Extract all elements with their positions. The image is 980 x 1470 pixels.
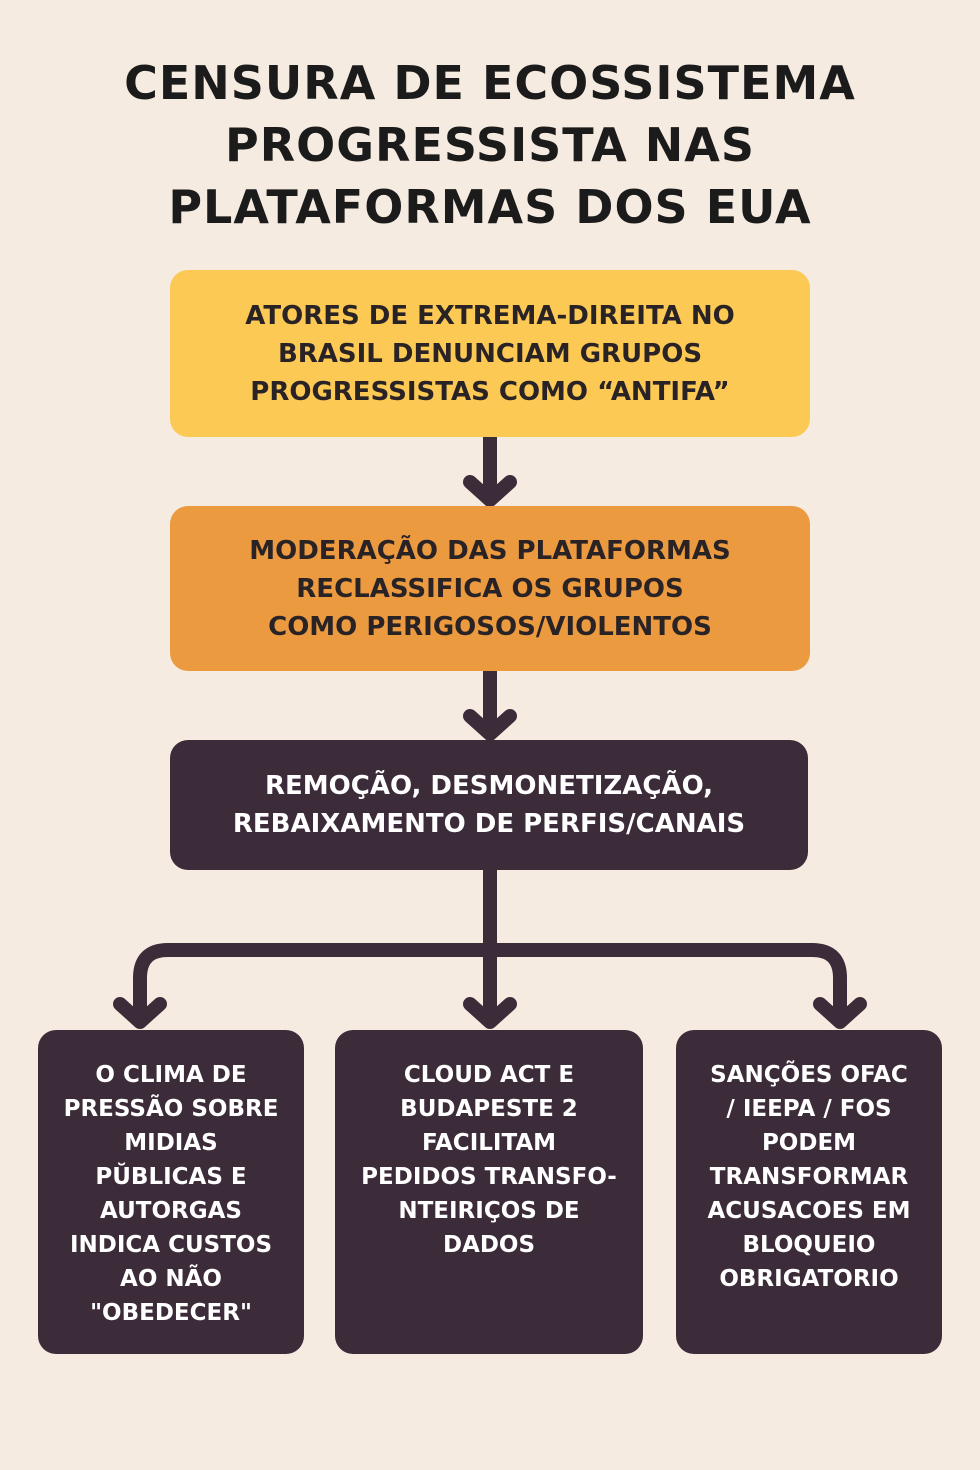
step-text: PROGRESSISTAS COMO “ANTIFA” [250,376,730,407]
branch-text: PODEM [761,1130,857,1156]
branch-text: INDICA CUSTOS [69,1232,273,1258]
step-text: RECLASSIFICA OS GRUPOS [296,573,684,604]
page-title: CENSURA DE ECOSSISTEMA PROGRESSISTA NAS … [40,52,940,238]
step-text: REBAIXAMENTO DE PERFIS/CANAIS [232,809,746,839]
branch-text: O CLIMA DE [95,1062,247,1088]
connector-branch-right [483,943,847,1021]
connector-branch-left [133,943,497,1021]
branch-text: MIDIAS [124,1130,218,1156]
branch-text: BLOQUEIO [742,1232,876,1258]
arrowhead [463,997,517,1029]
title-line: CENSURA DE ECOSSISTEMA [124,56,856,110]
step-box-moderation: MODERAÇÃO DAS PLATAFORMAS RECLASSIFICA O… [170,506,810,671]
step-text: MODERAÇÃO DAS PLATAFORMAS [249,535,731,566]
branch-text: CLOUD ACT E [403,1062,575,1088]
branch-text: PRESSÃO SOBRE [63,1096,279,1122]
branch-box-sanctions: SANÇÕES OFAC / IEEPA / FOS PODEM TRANSFO… [676,1030,942,1354]
arrowhead [813,997,867,1029]
title-line: PROGRESSISTA NAS [225,118,755,172]
arrowhead [463,475,517,507]
branch-box-cloud-act: CLOUD ACT E BUDAPESTE 2 FACILITAM PEDIDO… [335,1030,643,1354]
step-box-removal: REMOÇÃO, DESMONETIZAÇÃO, REBAIXAMENTO DE… [170,740,808,870]
branch-box-pressure: O CLIMA DE PRESSÃO SOBRE MIDIAS PŬBLICAS… [38,1030,304,1354]
step-text: REMOÇÃO, DESMONETIZAÇÃO, [265,771,713,801]
arrowhead [463,709,517,741]
branch-text: PEDIDOS TRANSFO- [361,1164,617,1190]
arrowhead [113,997,167,1029]
branch-text: AO NÃO [120,1266,222,1292]
branch-text: DADOS [442,1232,536,1258]
branch-text: SANÇÕES OFAC [710,1062,908,1088]
branch-text: NTEIRIÇOS DE [398,1198,580,1224]
branch-text: OBRIGATORIO [719,1266,899,1292]
branch-text: TRANSFORMAR [709,1164,909,1190]
branch-text: / IEEPA / FOS [726,1096,892,1122]
step-text: COMO PERIGOSOS/VIOLENTOS [268,611,712,642]
branch-text: AUTORGAS [100,1198,242,1224]
branch-text: PŬBLICAS E [95,1164,247,1190]
step-text: ATORES DE EXTREMA-DIREITA NO [245,300,735,331]
step-box-actors: ATORES DE EXTREMA-DIREITA NO BRASIL DENU… [170,270,810,437]
title-line: PLATAFORMAS DOS EUA [168,180,812,234]
branch-text: FACILITAM [421,1130,557,1156]
step-text: BRASIL DENUNCIAM GRUPOS [277,338,703,369]
branch-text: ACUSACOES EM [707,1198,911,1224]
branch-text: "OBEDECER" [90,1300,252,1326]
branch-text: BUDAPESTE 2 [400,1096,578,1122]
